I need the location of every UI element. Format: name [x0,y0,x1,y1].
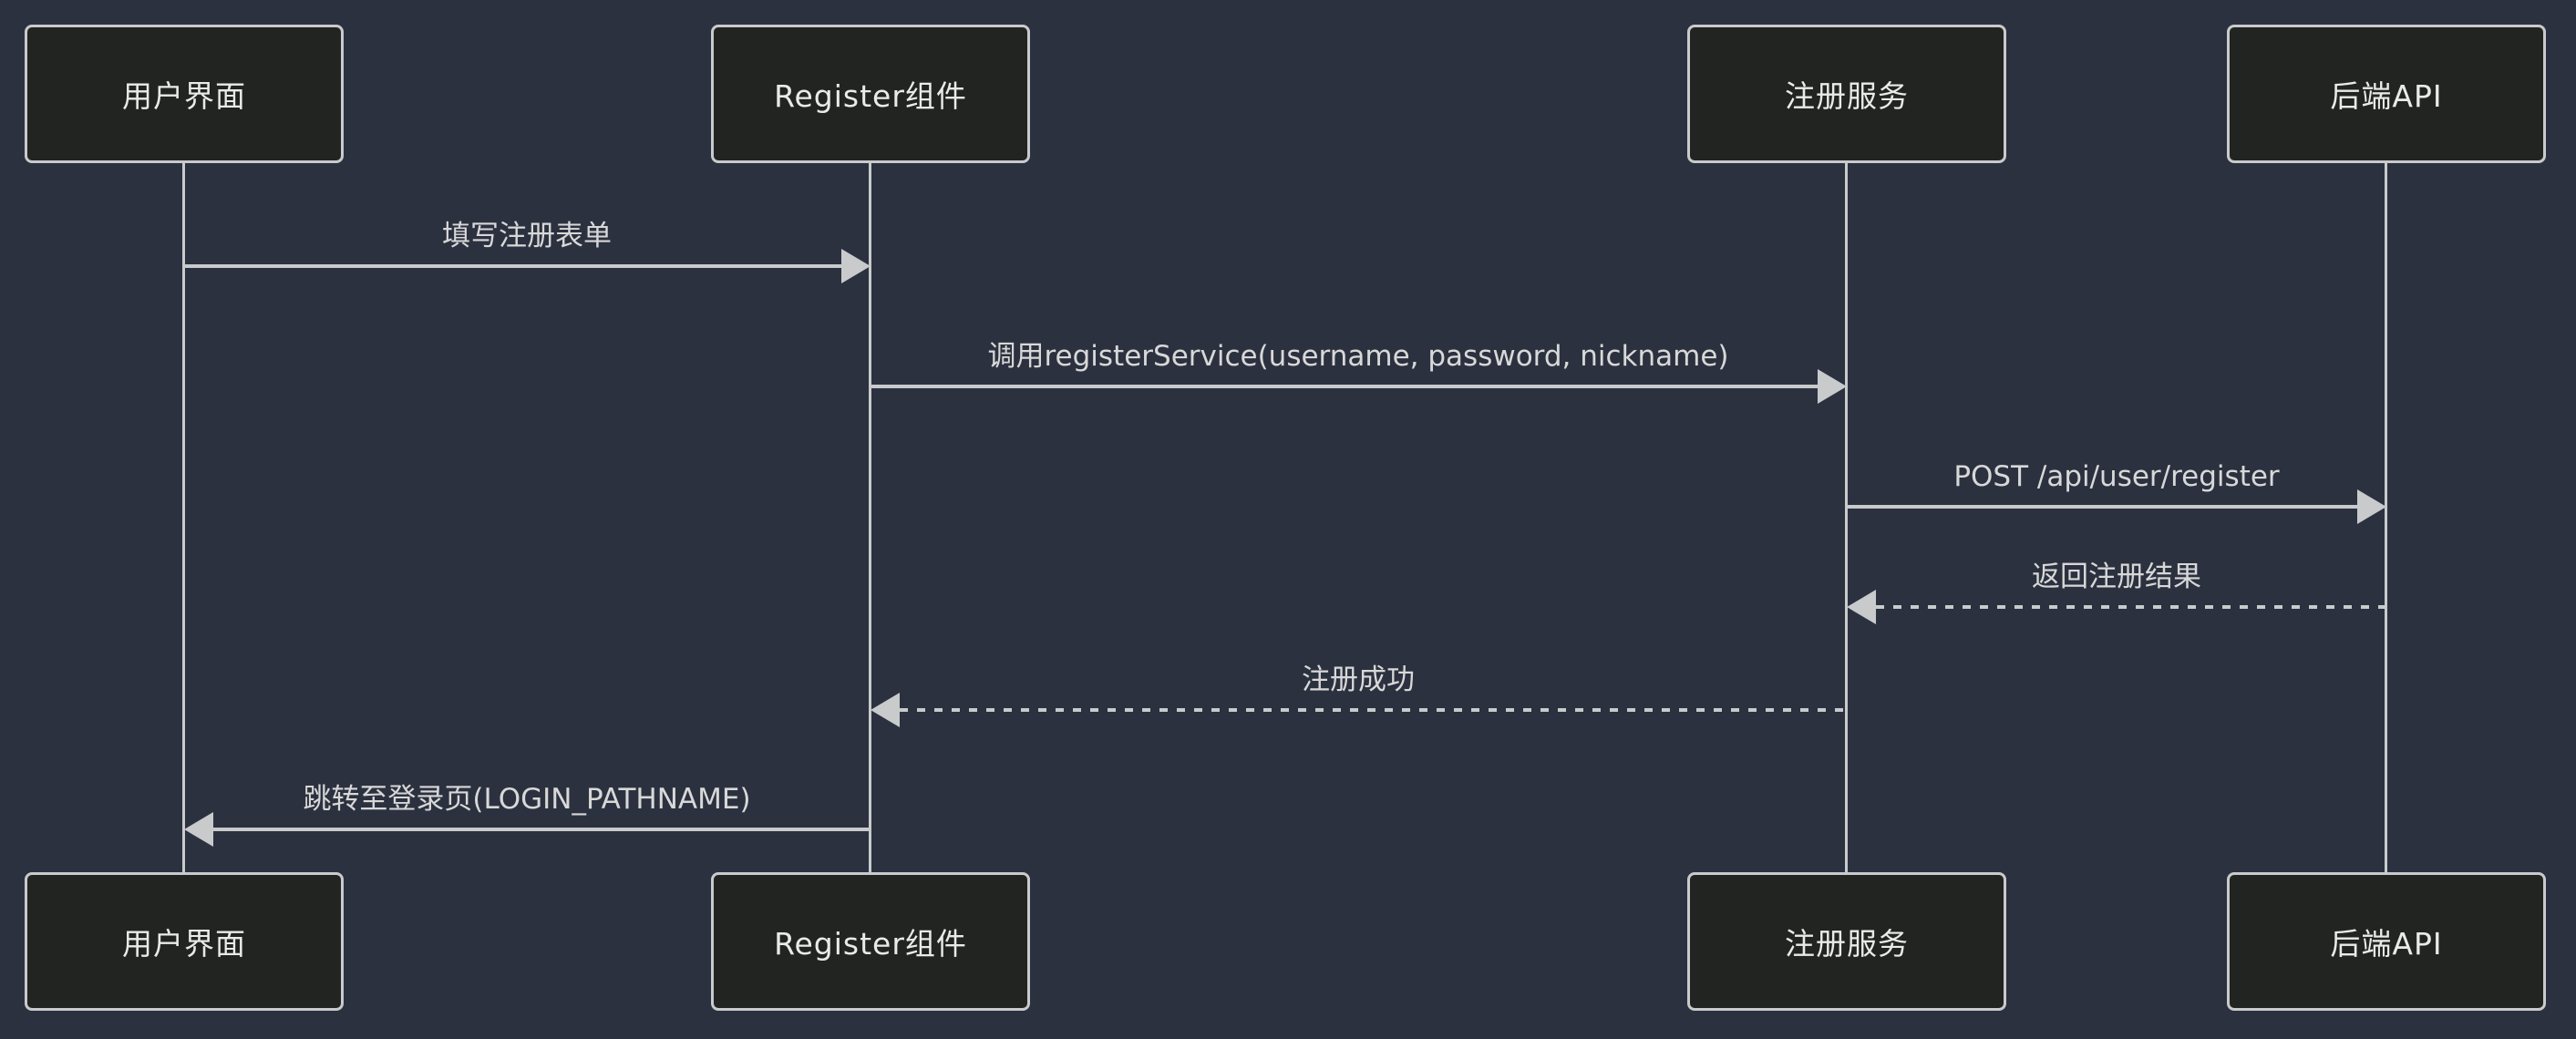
lifeline-user-interface [182,162,185,873]
message-line [900,708,1847,712]
actor-bottom-register-service: 注册服务 [1687,872,2006,1011]
arrowhead-right-icon [2357,489,2386,524]
arrowhead-left-icon [871,693,900,727]
message-label-register-success: 注册成功 [1302,664,1415,696]
message-label-goto-login: 跳转至登录页(LOGIN_PATHNAME) [303,783,751,816]
arrowhead-right-icon [841,249,871,283]
actor-label: 后端API [2330,926,2443,962]
message-label-return-result: 返回注册结果 [2032,561,2201,593]
actor-label: Register组件 [774,926,967,962]
actor-bottom-backend-api: 后端API [2227,872,2546,1011]
arrowhead-right-icon [1818,369,1847,404]
lifeline-register-component [869,162,871,873]
actor-label: Register组件 [774,78,967,114]
actor-bottom-user-interface: 用户界面 [25,872,344,1011]
actor-label: 用户界面 [122,78,246,114]
message-line [213,828,871,831]
message-line [871,385,1818,388]
actor-label: 注册服务 [1785,926,1909,962]
message-line [184,264,843,268]
arrowhead-left-icon [184,812,213,847]
actor-bottom-register-component: Register组件 [711,872,1030,1011]
actor-top-user-interface: 用户界面 [25,25,344,163]
actor-top-backend-api: 后端API [2227,25,2546,163]
actor-top-register-service: 注册服务 [1687,25,2006,163]
message-label-call-register-service: 调用registerService(username, password, ni… [987,340,1729,373]
message-label-post-api: POST /api/user/register [1953,460,2280,493]
arrowhead-left-icon [1847,590,1876,624]
actor-top-register-component: Register组件 [711,25,1030,163]
message-label-fill-register-form: 填写注册表单 [442,220,612,252]
actor-label: 注册服务 [1785,78,1909,114]
lifeline-register-service [1845,162,1848,873]
message-line [1847,505,2357,509]
actor-label: 后端API [2330,78,2443,114]
actor-label: 用户界面 [122,926,246,962]
message-line [1876,605,2386,609]
